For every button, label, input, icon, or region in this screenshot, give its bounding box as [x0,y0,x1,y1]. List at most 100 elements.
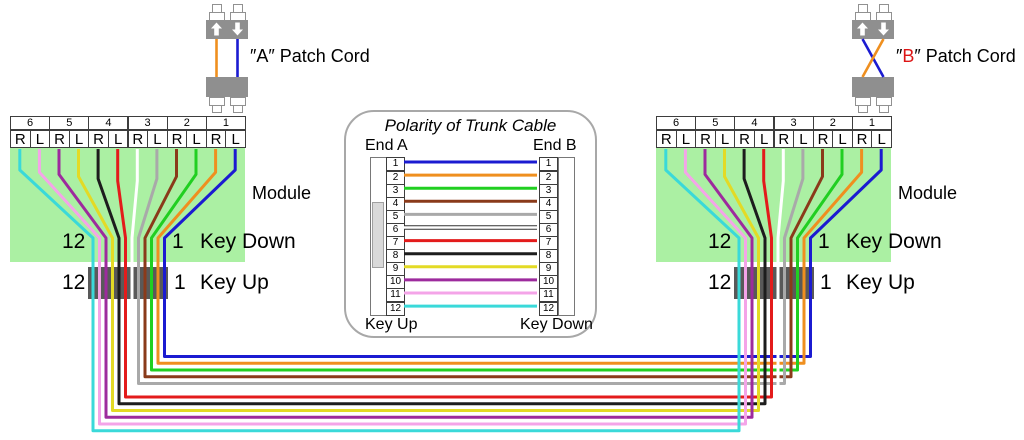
key-up-label: Key Up [200,271,269,294]
trunk-key-down-label: Key Down [520,316,593,333]
trunk-position-cell: 2 [386,170,405,185]
quote-mark: ″ [914,46,921,66]
patch-cord-b-letter: B [902,46,915,66]
rl-cell: R [127,130,149,148]
rl-cell: L [793,130,814,148]
rl-cell: L [186,130,207,148]
connector-key [372,202,384,268]
patch-cord-b-label: ″B″ Patch Cord [896,46,1016,67]
rl-cell: R [49,130,70,148]
patch-connector-bottom [206,77,248,97]
position-1-label: 1 [818,230,830,253]
rl-cell: L [147,130,168,148]
port-cell-2: 2 [166,116,207,130]
position-12-label: 12 [708,271,732,294]
end-a-label: End A [365,137,408,154]
trunk-position-cell: 12 [539,301,558,316]
port-cell-1: 1 [205,116,246,130]
trunk-box: Polarity of Trunk Cable End A End B Key … [344,110,597,338]
module-label: Module [252,183,312,203]
patch-cord-b: ″B″ Patch Cord [852,0,1016,115]
port-cell-3: 3 [127,116,168,130]
trunk-position-cell: 9 [539,262,558,277]
trunk-position-cell: 3 [539,183,558,198]
position-1-label: 1 [820,271,832,294]
rl-cell: R [734,130,755,148]
trunk-position-cell: 4 [386,196,405,211]
trunk-position-cell: 4 [539,196,558,211]
trunk-position-cell: 5 [386,209,405,224]
rl-cell: R [695,130,716,148]
patch-connector-top [206,20,248,39]
trunk-position-cell: 1 [539,157,558,172]
port-cell-6: 6 [656,116,697,130]
port-cell-2: 2 [812,116,853,130]
trunk-position-cell: 10 [386,275,405,290]
port-cell-6: 6 [10,116,51,130]
patch-cord-a-text: Patch Cord [274,46,370,66]
rl-cell: L [29,130,51,148]
position-12-label: 12 [62,271,86,294]
rl-cell: L [225,130,246,148]
position-1-label: 1 [174,271,186,294]
trunk-position-cell: 11 [539,288,558,303]
rl-cell: L [107,130,129,148]
key-down-label: Key Down [846,230,942,253]
patch-cord-a-letter: A [256,46,269,66]
trunk-position-cell: 10 [539,275,558,290]
mpo-connector [88,267,168,299]
rl-cell: L [871,130,892,148]
trunk-position-cell: 12 [386,301,405,316]
trunk-position-cell: 8 [539,249,558,264]
key-up-label: Key Up [846,271,915,294]
trunk-position-cell: 9 [386,262,405,277]
quote-mark: ″ [896,46,903,66]
rl-cell: L [753,130,775,148]
port-cell-3: 3 [773,116,814,130]
rl-cell: L [714,130,736,148]
trunk-position-cell: 7 [539,236,558,250]
rl-cell: R [773,130,795,148]
position-1-label: 1 [172,230,184,253]
quote-mark: ″ [268,46,275,66]
lc-plug-nub [211,105,222,113]
trunk-position-cell: 7 [386,236,405,250]
patch-connector-bottom [852,77,894,97]
trunk-position-cell: 2 [539,170,558,185]
rl-cell: R [851,130,873,148]
patch-connector-top [852,20,894,39]
lc-plug-nub [232,105,243,113]
trunk-position-cell: 6 [386,222,405,237]
port-cell-5: 5 [49,116,90,130]
trunk-position-cell: 8 [386,249,405,264]
lc-plug-nub [857,105,868,113]
patch-cord-a: ″A″ Patch Cord [206,0,370,115]
trunk-position-cell: 1 [386,157,405,172]
position-12-label: 12 [62,230,86,253]
rl-cell: R [88,130,109,148]
trunk-position-cell: 5 [539,209,558,224]
patch-cord-b-text: Patch Cord [920,46,1016,66]
trunk-position-cell: 6 [539,222,558,237]
trunk-position-cell: 3 [386,183,405,198]
module-label: Module [898,183,958,203]
port-cell-4: 4 [734,116,775,130]
position-12-label: 12 [708,230,732,253]
patch-cord-a-label: ″A″ Patch Cord [250,46,370,67]
quote-mark: ″ [250,46,257,66]
port-cell-5: 5 [695,116,736,130]
rl-cell: L [832,130,853,148]
trunk-title: Polarity of Trunk Cable [384,116,557,135]
trunk-key-up-label: Key Up [365,316,418,333]
rl-cell: L [675,130,697,148]
lc-plug-nub [878,105,889,113]
key-down-label: Key Down [200,230,296,253]
rl-cell: R [205,130,227,148]
port-cell-1: 1 [851,116,892,130]
rl-cell: R [656,130,677,148]
port-cell-4: 4 [88,116,129,130]
mpo-connector [734,267,814,299]
